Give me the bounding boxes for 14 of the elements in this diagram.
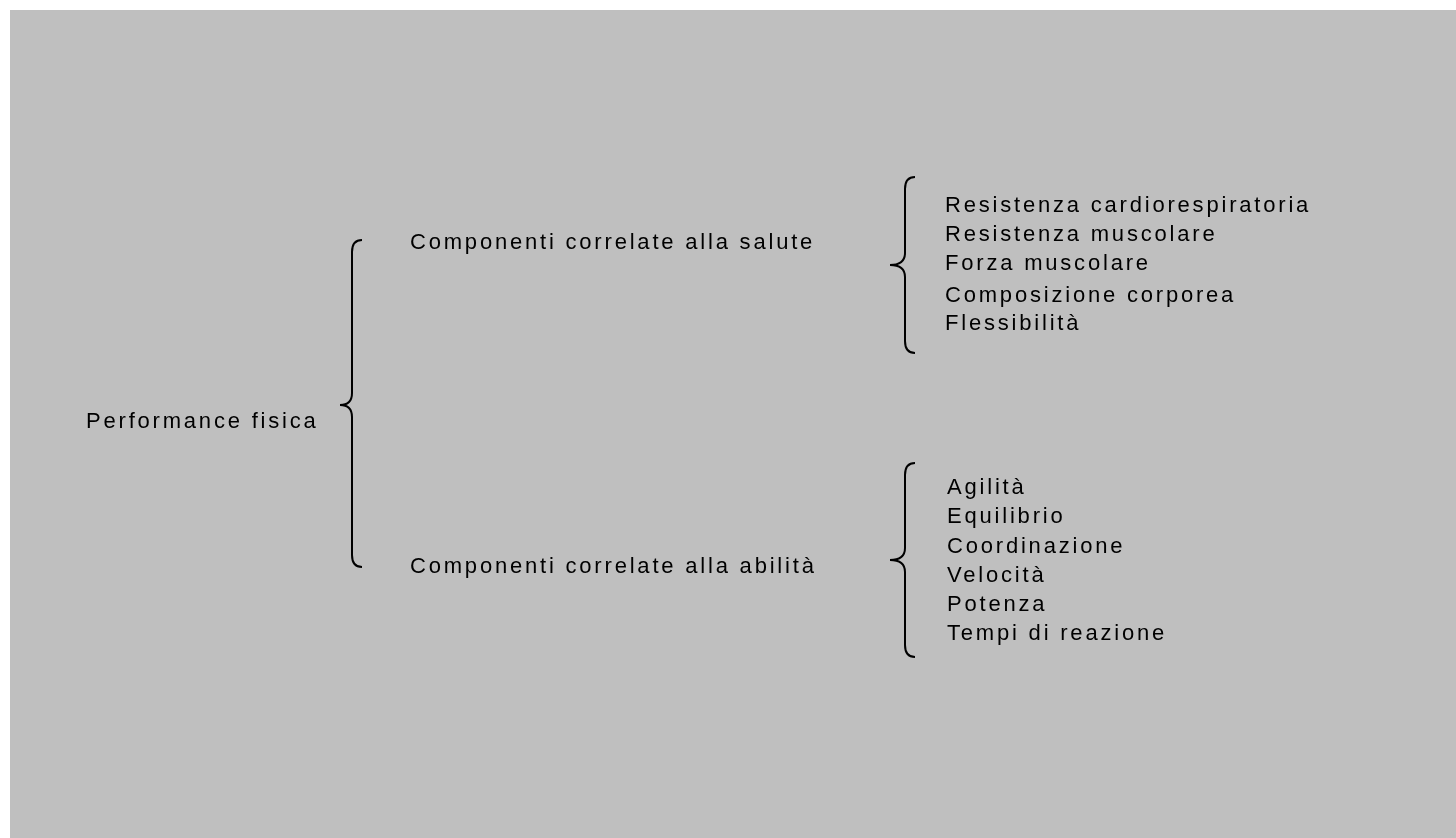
label-text: Agilità: [947, 474, 1027, 500]
label-text: Composizione corporea: [945, 282, 1237, 308]
label-text: Resistenza muscolare: [945, 221, 1218, 247]
label-text: Coordinazione: [947, 533, 1126, 559]
label-text: Componenti correlate alla abilità: [410, 553, 817, 579]
label-text: Tempi di reazione: [947, 620, 1168, 646]
label-text: Velocità: [947, 562, 1047, 588]
label-text: Potenza: [947, 591, 1048, 617]
label-text: Performance fisica: [86, 408, 319, 434]
label-text: Resistenza cardiorespiratoria: [945, 192, 1312, 218]
label-text: Equilibrio: [947, 503, 1066, 529]
label-text: Forza muscolare: [945, 250, 1151, 276]
label-text: Flessibilità: [945, 310, 1082, 336]
label-text: Componenti correlate alla salute: [410, 229, 816, 255]
